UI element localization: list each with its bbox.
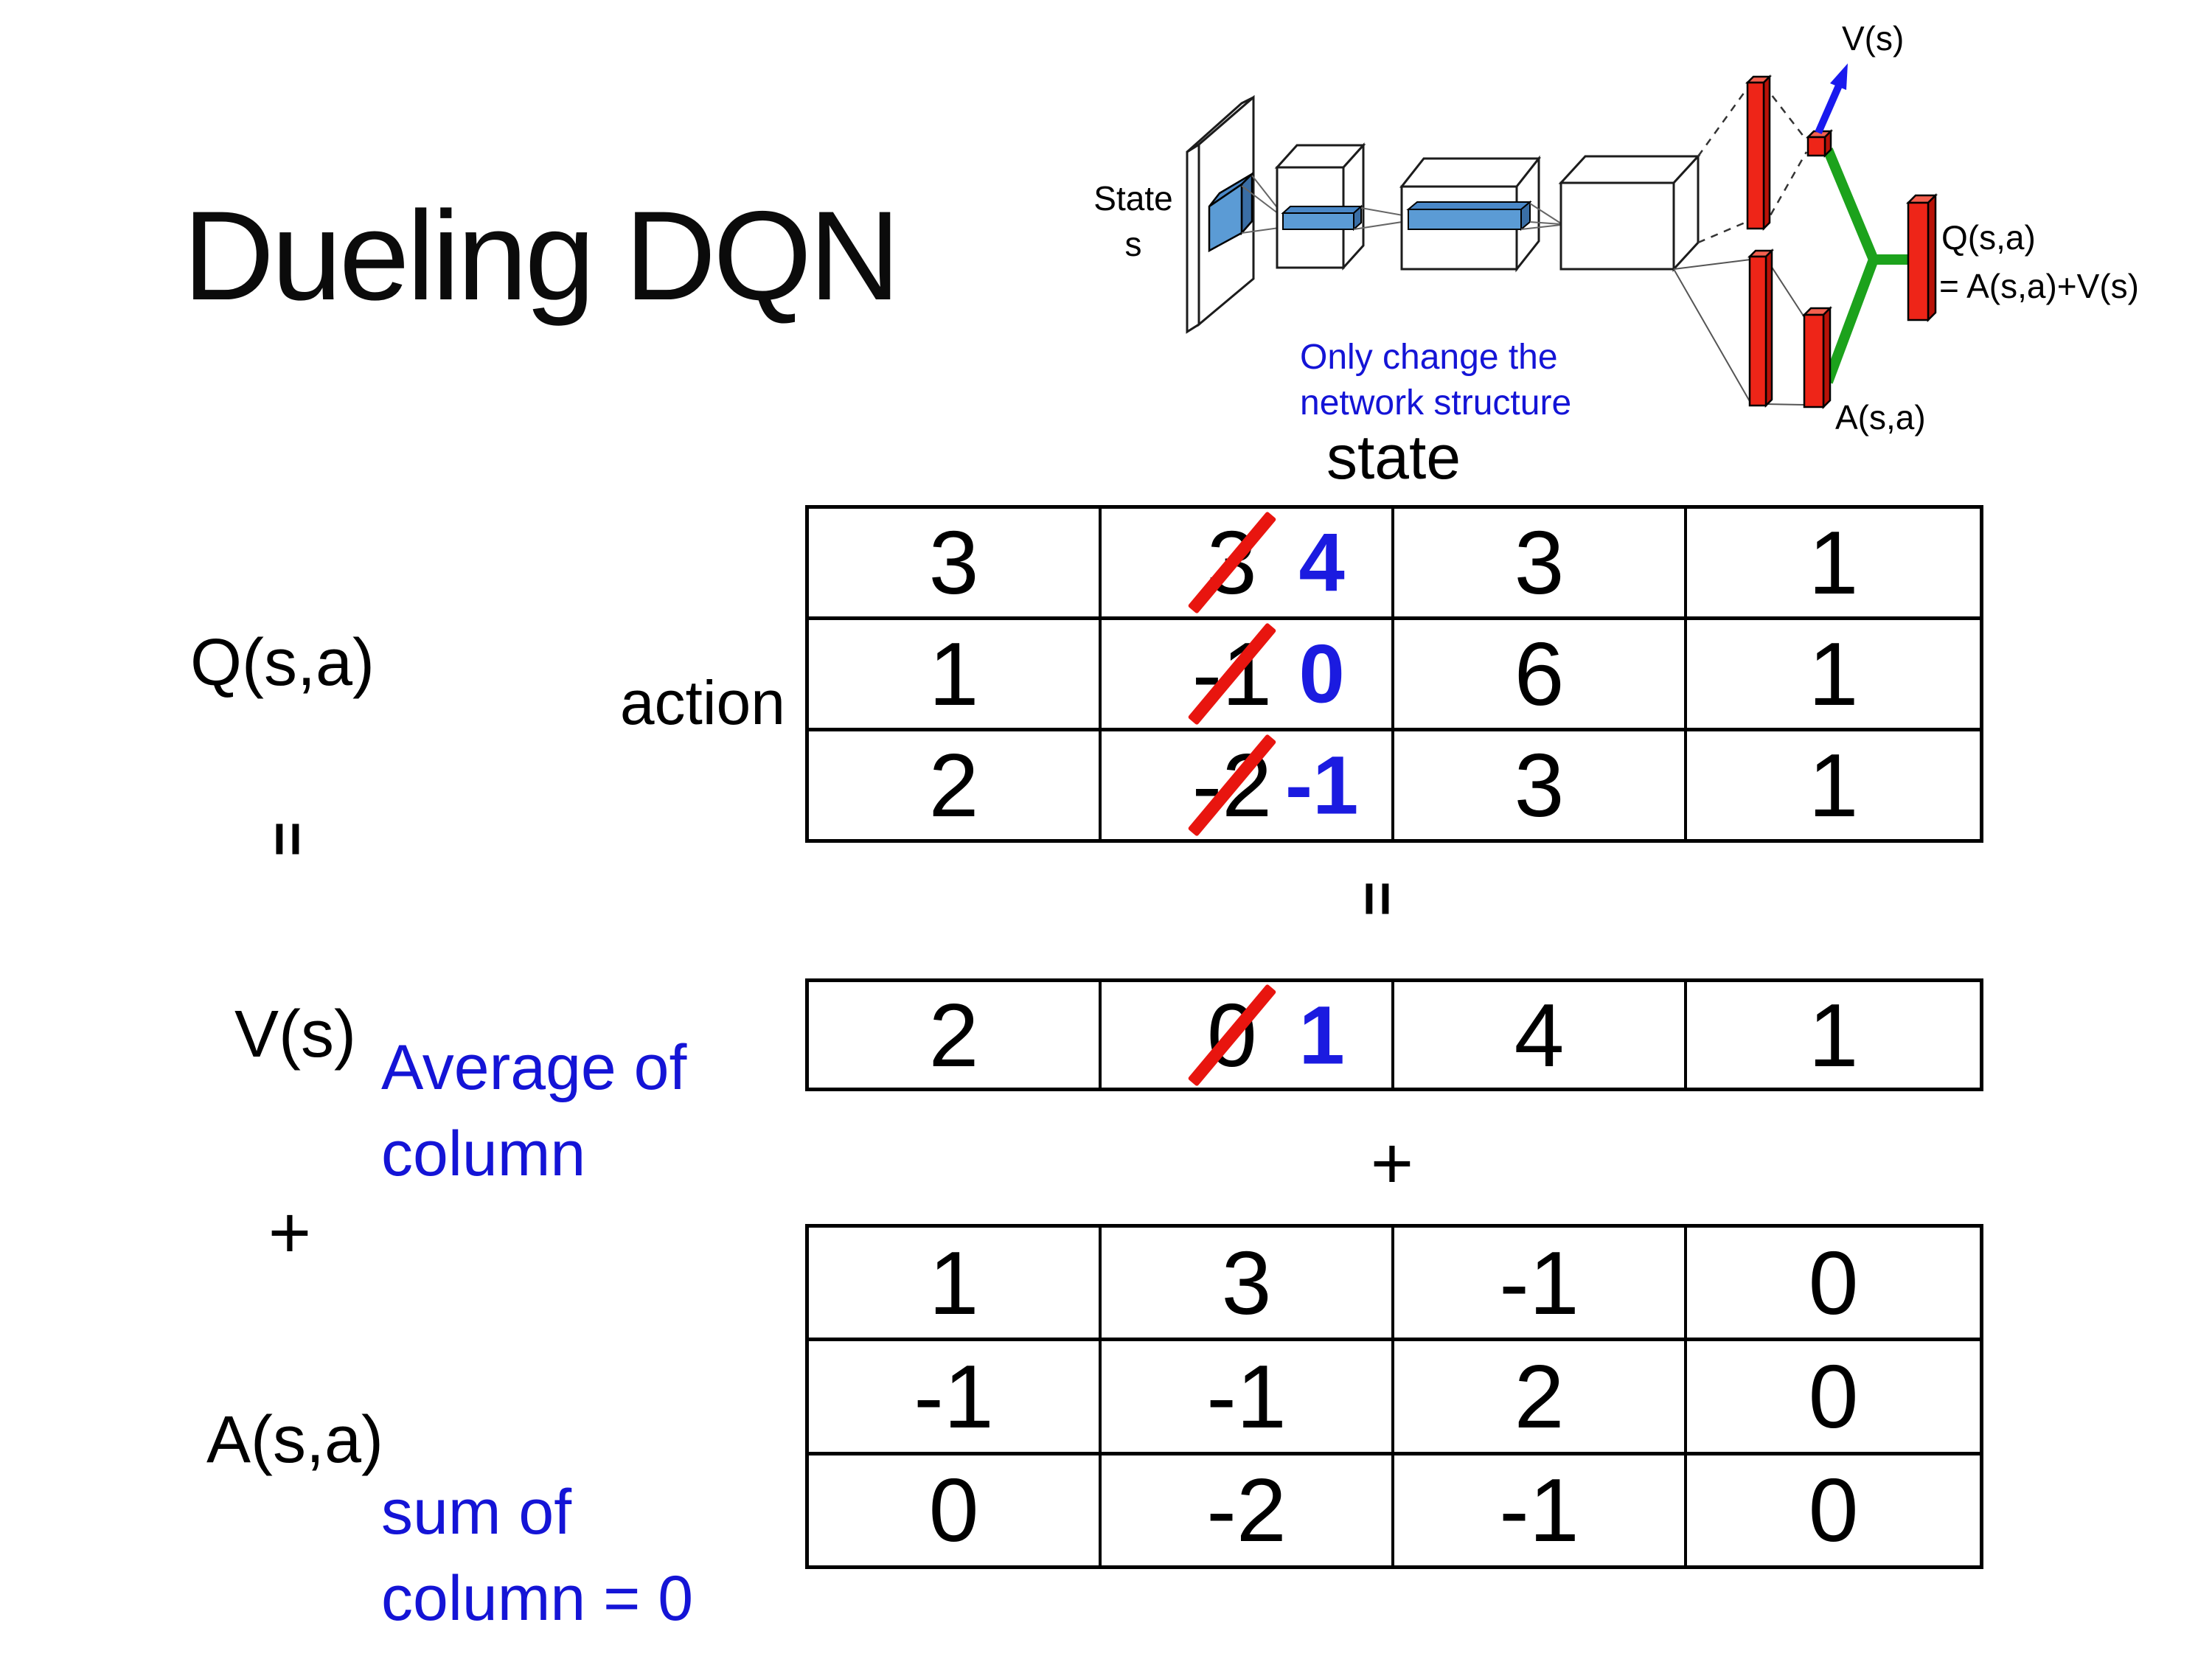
- table-cell: 0: [809, 1455, 1102, 1565]
- table-cell: -10: [1102, 620, 1394, 731]
- table-cell: 3: [1394, 509, 1687, 620]
- advantage-stream-links: [1673, 257, 1805, 406]
- diagram-a-label: A(s,a): [1835, 398, 1926, 437]
- cell-value: 3: [1514, 735, 1565, 835]
- sum-of-column-note: sum of column = 0: [381, 1477, 694, 1634]
- cell-value: 1: [1808, 984, 1859, 1085]
- cell-value: 0: [1808, 1346, 1859, 1447]
- combine-fork: [1823, 147, 1910, 384]
- action-axis-label: action: [619, 668, 785, 737]
- cell-value: 1: [928, 1232, 979, 1333]
- cell-value: -1: [1499, 1232, 1579, 1333]
- table-cell: 2: [809, 982, 1102, 1088]
- table-cell: 1: [809, 620, 1102, 731]
- a-matrix-label: A(s,a): [206, 1403, 384, 1477]
- cell-value: 4: [1514, 984, 1565, 1085]
- value-hidden-bar: [1745, 74, 1773, 232]
- cell-value: 0: [1808, 1232, 1859, 1333]
- table-cell: -1: [1394, 1455, 1687, 1565]
- new-value: 4: [1298, 516, 1345, 609]
- cell-value: 3: [928, 512, 979, 613]
- cell-value: 2: [928, 984, 979, 1085]
- network-diagram: V(s) State s Only change the network str…: [1093, 19, 2139, 437]
- new-value: -1: [1284, 739, 1359, 832]
- diagram-q-label-line1: Q(s,a): [1941, 218, 2036, 257]
- advantage-output-bar: [1801, 305, 1833, 410]
- value-output-unit: [1805, 128, 1834, 159]
- value-stream-dashed-links: [1697, 84, 1808, 244]
- cell-value: 2: [1514, 1346, 1565, 1447]
- table-cell: 0: [1687, 1228, 1980, 1342]
- table-cell: 4: [1394, 982, 1687, 1088]
- table-cell: 2: [809, 731, 1102, 839]
- table-cell: 1: [809, 1228, 1102, 1342]
- table-cell: 2: [1394, 1341, 1687, 1455]
- diagram-note-line2: network structure: [1300, 383, 1571, 422]
- table-cell: 1: [1687, 509, 1980, 620]
- fc-layer-cube-3: [1558, 153, 1701, 272]
- cell-value: 2: [928, 735, 979, 835]
- new-value: 1: [1298, 989, 1345, 1081]
- cell-value: 1: [1808, 512, 1859, 613]
- diagram-state-label: State: [1093, 179, 1172, 218]
- feature-bar-2: [1406, 200, 1532, 232]
- plus-sign-left: +: [268, 1191, 312, 1274]
- cell-value: 0: [1808, 1460, 1859, 1561]
- cell-value: 1: [1808, 624, 1859, 724]
- cell-value: -1: [1206, 1346, 1287, 1447]
- new-value: 0: [1298, 627, 1345, 720]
- table-cell: 1: [1687, 620, 1980, 731]
- table-cell: 0: [1687, 1341, 1980, 1455]
- diagram-vs-label: V(s): [1842, 19, 1904, 58]
- feature-bar-1: [1281, 204, 1363, 232]
- cell-value: 1: [1808, 735, 1859, 835]
- projection-lines-2: [1353, 207, 1408, 230]
- cell-value: 3: [1514, 512, 1565, 613]
- a-value-table: 1 3 -1 0 -1 -1 2 0 0 -2 -1 0: [805, 1224, 1983, 1569]
- diagram-q-label-line2: = A(s,a)+V(s): [1939, 267, 2139, 305]
- q-matrix-label: Q(s,a): [190, 626, 375, 700]
- table-cell: -2: [1102, 1455, 1394, 1565]
- table-cell: 3: [809, 509, 1102, 620]
- average-of-column-note: Average of column: [381, 1032, 687, 1189]
- cell-value: 6: [1514, 624, 1565, 724]
- cell-value: -1: [914, 1346, 994, 1447]
- cell-value: -2: [1206, 1460, 1287, 1561]
- projection-lines-3: [1520, 203, 1562, 230]
- table-cell: 6: [1394, 620, 1687, 731]
- plus-sign-center: +: [1370, 1121, 1414, 1205]
- state-axis-label: state: [1326, 422, 1461, 492]
- cell-value: 0: [928, 1460, 979, 1561]
- diagram-state-s-label: s: [1125, 225, 1142, 263]
- value-arrow: [1815, 63, 1848, 135]
- table-cell: 1: [1687, 982, 1980, 1088]
- advantage-hidden-bar: [1747, 248, 1775, 408]
- conv-filter-wedge: [1208, 171, 1253, 253]
- table-cell: 01: [1102, 982, 1394, 1088]
- v-value-table: 2 01 4 1: [805, 978, 1983, 1091]
- table-cell: -1: [1394, 1228, 1687, 1342]
- q-output-bar: [1905, 192, 1938, 323]
- table-cell: 1: [1687, 731, 1980, 839]
- v-matrix-label: V(s): [234, 998, 356, 1071]
- table-cell: 3: [1102, 1228, 1394, 1342]
- slide-title: Dueling DQN: [183, 185, 900, 327]
- table-cell: 0: [1687, 1455, 1980, 1565]
- table-cell: -2-1: [1102, 731, 1394, 839]
- table-cell: 3: [1394, 731, 1687, 839]
- cell-value: 3: [1221, 1232, 1272, 1333]
- table-cell: -1: [809, 1341, 1102, 1455]
- cell-value: -1: [1499, 1460, 1579, 1561]
- table-cell: -1: [1102, 1341, 1394, 1455]
- table-cell: 34: [1102, 509, 1394, 620]
- equals-sign-center: =: [1343, 881, 1411, 917]
- cell-value: 1: [928, 624, 979, 724]
- equals-sign-left: =: [254, 821, 321, 857]
- diagram-note-line1: Only change the: [1300, 338, 1558, 377]
